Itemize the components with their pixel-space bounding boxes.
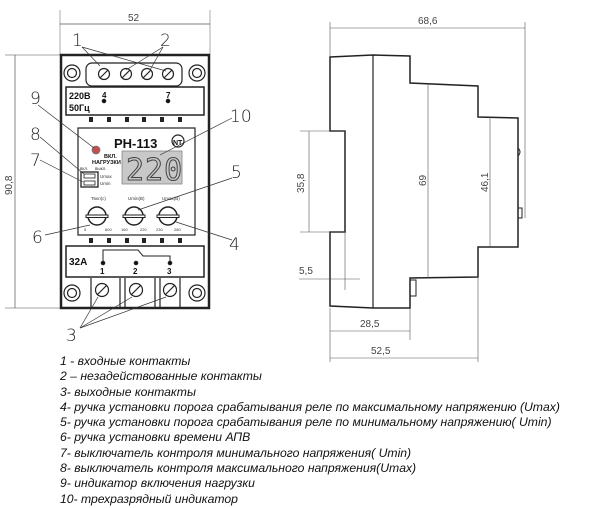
legend: 1 - входные контакты 2 – незадействованн… (60, 354, 560, 507)
terminal-4-label: 4 (102, 91, 107, 100)
front-panel (77, 127, 196, 236)
terminal-7-label: 7 (166, 91, 171, 100)
display (121, 150, 183, 185)
legend-item: 6- ручка установки времени АПВ (60, 430, 251, 445)
legend-item: 7- выключатель контроля минимального нап… (60, 445, 412, 460)
legend-item: 10- трехразрядный индикатор (60, 491, 238, 506)
legend-item: 8- выключатель контроля максимального на… (60, 461, 417, 476)
switch-off-label: выкл. (95, 166, 107, 171)
callout-5: 5 (231, 163, 242, 183)
out-terminal-1-label: 1 (100, 267, 105, 276)
depth-dimension: 68,6 (418, 16, 438, 27)
display-value: 220 (126, 153, 183, 188)
callout-2: 2 (160, 31, 171, 51)
out-terminal-3-label: 3 (167, 267, 172, 276)
knob-max: 220 (140, 227, 147, 232)
led-label-2: НАГРУЗКИ (92, 160, 121, 166)
supply-frequency: 50Гц (69, 103, 90, 113)
knob-title: Umin(В) (128, 196, 145, 201)
umin-switch[interactable] (83, 180, 96, 186)
knob-max: 280 (174, 227, 181, 232)
width-dimension: 52 (128, 13, 140, 24)
switch-umax-label: Umax (100, 174, 113, 179)
callout-lines (37, 46, 233, 329)
height-46-dimension: 46,1 (480, 172, 491, 192)
callout-3: 3 (66, 326, 77, 346)
offset-5-5-dimension: 5,5 (299, 266, 313, 277)
legend-item: 4- ручка установки порога срабатывания р… (60, 399, 560, 414)
knob-title: Твкл(с) (91, 196, 106, 201)
callout-4: 4 (229, 235, 240, 255)
bottom-label-area (65, 245, 205, 278)
umax-switch[interactable] (83, 173, 96, 179)
legend-item: 9- индикатор включения нагрузки (60, 476, 255, 491)
callout-8: 8 (30, 125, 41, 145)
knob-min: 5 (84, 227, 87, 232)
out-terminal-2-label: 2 (133, 267, 138, 276)
top-label-area (65, 86, 205, 116)
rail-dimension: 35,8 (296, 173, 307, 193)
side-view: 68,6 35,8 69 46,1 5,5 28,5 52,5 (296, 16, 526, 362)
knob-min: 230 (156, 227, 163, 232)
led-label-1: ВКЛ. (104, 154, 117, 160)
callout-7: 7 (30, 151, 41, 171)
top-screws (63, 64, 206, 82)
knob-umax[interactable]: Umax(В) 230 280 (156, 196, 181, 232)
height-dimension: 90,8 (4, 175, 15, 195)
logo-text: NT (173, 140, 183, 147)
legend-item: 2 – незадействованные контакты (60, 369, 262, 384)
legend-item: 1 - входные контакты (60, 354, 191, 368)
knob-umin[interactable]: Umin(В) 160 220 (121, 196, 147, 232)
callout-9: 9 (30, 89, 41, 109)
vent-slits (89, 117, 182, 243)
switch-umin-label: Umin (100, 181, 111, 186)
legend-item: 5- ручка установки порога срабатывания р… (60, 415, 552, 430)
depth-52-5-dimension: 52,5 (371, 346, 391, 357)
legend-item: 3- выходные контакты (60, 384, 196, 399)
callout-10: 10 (230, 107, 252, 127)
top-terminal-block (85, 62, 183, 87)
height-69-dimension: 69 (418, 174, 429, 186)
bottom-screws (63, 278, 206, 308)
knob-max: 600 (105, 227, 112, 232)
callout-1: 1 (72, 31, 83, 51)
knob-trestart[interactable]: Твкл(с) 5 600 (84, 196, 112, 232)
knob-min: 160 (121, 227, 128, 232)
supply-voltage: 220В (69, 91, 91, 101)
model-name: РН-113 (114, 136, 157, 151)
front-view: 52 90,8 220В 50Гц 4 7 РН-113 N (4, 10, 252, 346)
callout-6: 6 (32, 228, 43, 248)
switch-on-label: вкл. (80, 166, 88, 171)
current-rating: 32A (69, 257, 87, 268)
dip-switch-block (80, 171, 99, 188)
logo-icon (171, 134, 185, 148)
depth-28-5-dimension: 28,5 (360, 319, 380, 330)
